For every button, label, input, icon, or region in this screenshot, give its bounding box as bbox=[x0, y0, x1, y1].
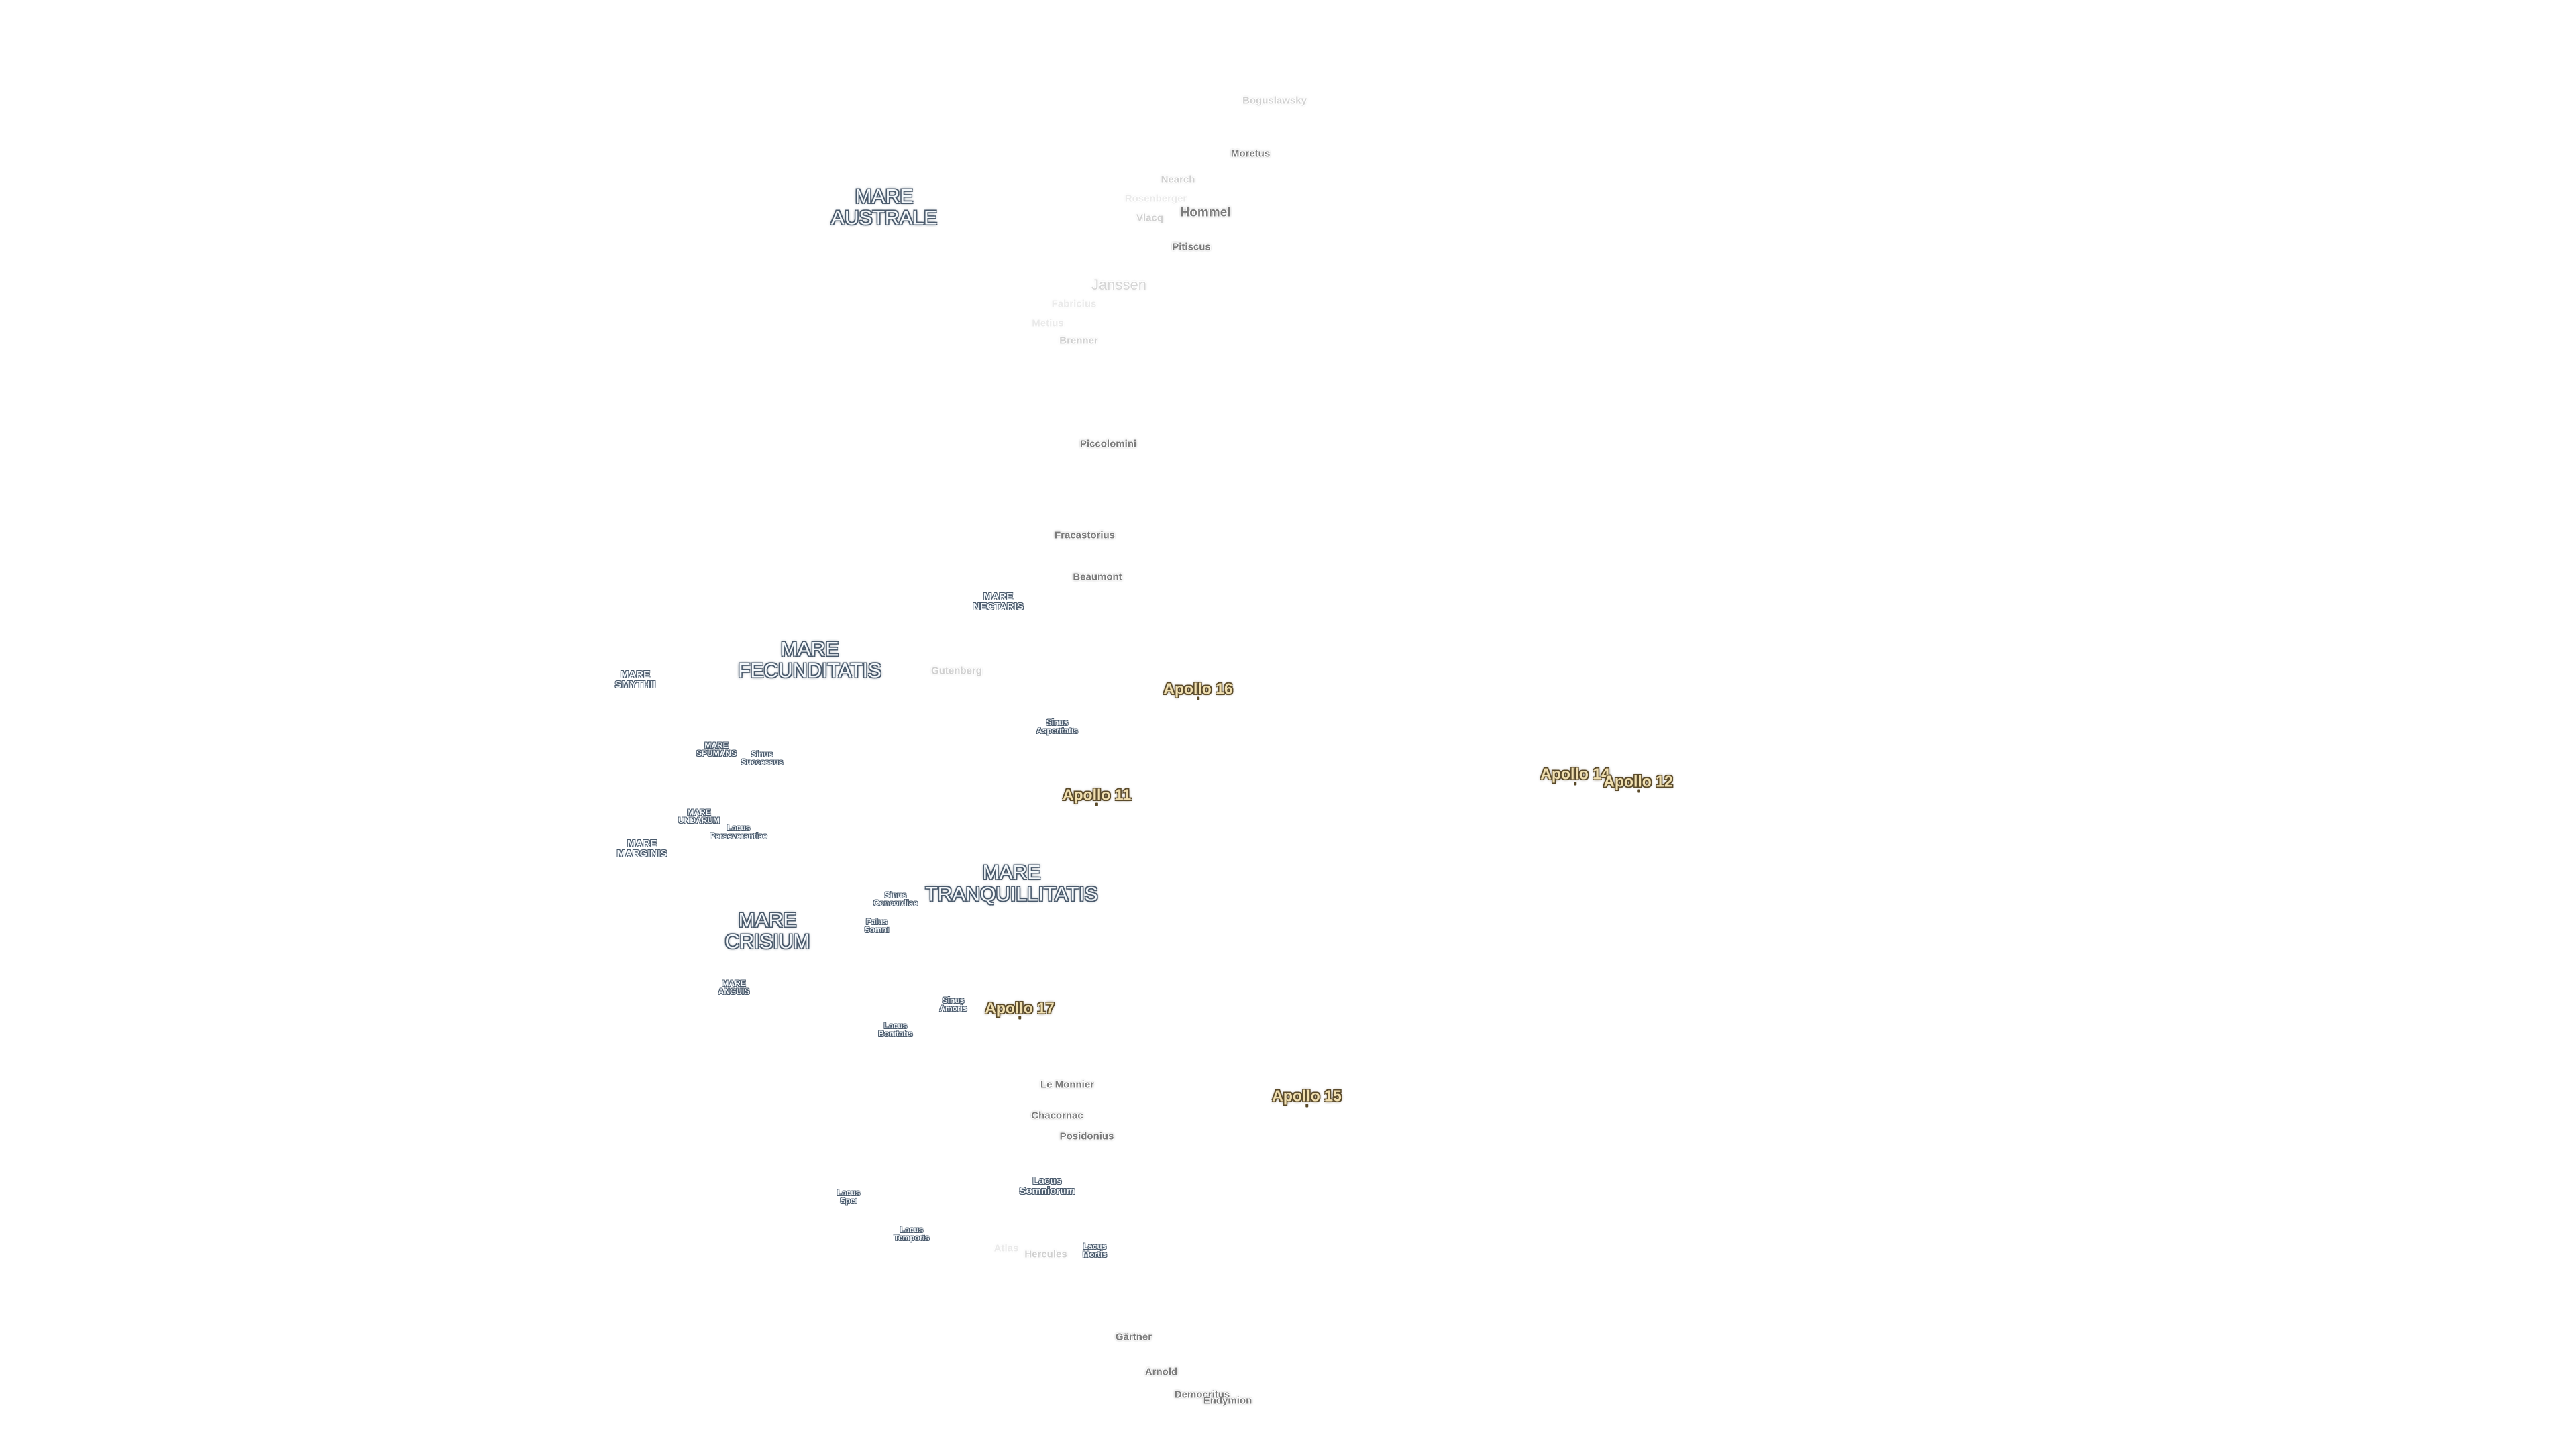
apollo-17-site[interactable]: Apollo 17 bbox=[985, 1000, 1055, 1020]
mare-spumans-label[interactable]: MARE SPUMANS bbox=[696, 741, 737, 758]
sinus-amoris-label[interactable]: Sinus Amoris bbox=[939, 996, 967, 1013]
crater-le-monnier-label[interactable]: Le Monnier bbox=[1040, 1079, 1095, 1091]
sinus-successus-label[interactable]: Sinus Successus bbox=[741, 749, 784, 767]
crater-brenner-label[interactable]: Brenner bbox=[1059, 335, 1098, 347]
lacus-mortis-label[interactable]: Lacus Mortis bbox=[1083, 1242, 1107, 1259]
crater-metius-label[interactable]: Metius bbox=[1032, 317, 1064, 329]
crater-hercules-label[interactable]: Hercules bbox=[1024, 1248, 1067, 1260]
crater-atlas-label[interactable]: Atlas bbox=[994, 1242, 1019, 1254]
lacus-temporis-label[interactable]: Lacus Temporis bbox=[894, 1225, 930, 1242]
crater-gartner-label[interactable]: Gärtner bbox=[1115, 1331, 1152, 1343]
mare-nectaris-label[interactable]: MARE NECTARIS bbox=[973, 591, 1024, 612]
crater-pitiscus-label[interactable]: Pitiscus bbox=[1172, 241, 1211, 253]
mare-marginis-label[interactable]: MARE MARGINIS bbox=[616, 838, 667, 859]
landing-site-marker-icon bbox=[1018, 1016, 1021, 1020]
mare-smythii-label[interactable]: MARE SMYTHII bbox=[614, 669, 656, 690]
landing-site-marker-icon bbox=[1636, 789, 1640, 793]
crater-posidonius-label[interactable]: Posidonius bbox=[1059, 1130, 1114, 1142]
mare-crisium-label[interactable]: MARE CRISIUM bbox=[724, 909, 810, 953]
mare-tranquillitatis-label[interactable]: MARE TRANQUILLITATIS bbox=[925, 861, 1098, 905]
landing-site-marker-icon bbox=[1196, 696, 1199, 700]
crater-rosenberger-label[interactable]: Rosenberger bbox=[1124, 193, 1187, 205]
mare-fecunditatis-label[interactable]: MARE FECUNDITATIS bbox=[738, 638, 881, 682]
crater-fabricius-label[interactable]: Fabricius bbox=[1051, 298, 1097, 310]
mare-anguis-label[interactable]: MARE ANGUIS bbox=[718, 979, 750, 996]
crater-nearch-label[interactable]: Nearch bbox=[1161, 174, 1195, 186]
crater-hommel-label[interactable]: Hommel bbox=[1180, 205, 1231, 220]
crater-moretus-label[interactable]: Moretus bbox=[1230, 148, 1271, 160]
crater-chacornac-label[interactable]: Chacornac bbox=[1031, 1110, 1083, 1122]
landing-site-marker-icon bbox=[1573, 782, 1576, 786]
sinus-concordiae-label[interactable]: Sinus Concordiae bbox=[873, 890, 918, 908]
lacus-perseverantiae-label[interactable]: Lacus Perseverantiae bbox=[710, 823, 767, 841]
crater-gutenberg-label[interactable]: Gutenberg bbox=[931, 665, 982, 677]
crater-beaumont-label[interactable]: Beaumont bbox=[1073, 571, 1122, 583]
crater-endymion-label[interactable]: Endymion bbox=[1203, 1395, 1252, 1407]
crater-fracastorius-label[interactable]: Fracastorius bbox=[1054, 529, 1116, 541]
lacus-spei-label[interactable]: Lacus Spei bbox=[837, 1188, 861, 1205]
sinus-asperitatis-label[interactable]: Sinus Asperitatis bbox=[1036, 718, 1079, 735]
landing-site-marker-icon bbox=[1305, 1104, 1308, 1108]
crater-boguslawsky-label[interactable]: Boguslawsky bbox=[1242, 95, 1307, 107]
crater-vlacq-label[interactable]: Vlacq bbox=[1136, 212, 1164, 224]
crater-janssen-label[interactable]: Janssen bbox=[1091, 276, 1146, 293]
mare-undarum-label[interactable]: MARE UNDARUM bbox=[678, 808, 720, 825]
crater-arnold-label[interactable]: Arnold bbox=[1144, 1366, 1178, 1378]
apollo-16-site[interactable]: Apollo 16 bbox=[1163, 681, 1233, 700]
apollo-15-site[interactable]: Apollo 15 bbox=[1272, 1088, 1342, 1108]
apollo-14-site[interactable]: Apollo 14 bbox=[1540, 766, 1610, 786]
palus-somni-label[interactable]: Palus Somni bbox=[864, 917, 890, 934]
lacus-bonitatis-label[interactable]: Lacus Bonitatis bbox=[878, 1021, 913, 1038]
crater-democritus-label[interactable]: Democritus bbox=[1174, 1389, 1230, 1401]
crater-piccolomini-label[interactable]: Piccolomini bbox=[1079, 438, 1137, 450]
lacus-somniorum-label[interactable]: Lacus Somniorum bbox=[1019, 1175, 1075, 1197]
apollo-11-site[interactable]: Apollo 11 bbox=[1063, 787, 1131, 806]
mare-australe-label[interactable]: MARE AUSTRALE bbox=[830, 185, 938, 229]
apollo-12-site[interactable]: Apollo 12 bbox=[1603, 773, 1673, 793]
landing-site-marker-icon bbox=[1095, 802, 1098, 806]
